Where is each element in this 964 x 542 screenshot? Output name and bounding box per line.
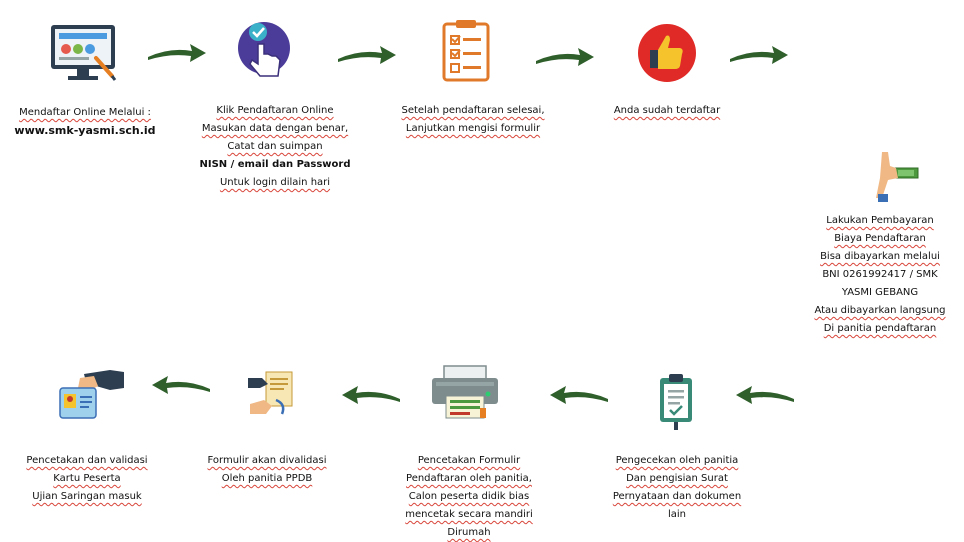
arrow-right-icon xyxy=(146,40,208,66)
arrow-left-icon xyxy=(548,382,610,408)
step-line: Ujian Saringan masuk xyxy=(32,491,142,502)
step-line: Pengecekan oleh panitia xyxy=(615,455,739,466)
step-line: www.smk-yasmi.sch.id xyxy=(14,124,156,137)
document-handover-icon xyxy=(246,370,296,420)
step-line: Klik Pendaftaran Online xyxy=(216,105,334,116)
clipboard-check-icon xyxy=(656,372,696,432)
step-line: Atau dibayarkan langsung xyxy=(814,305,946,316)
printer-icon xyxy=(430,364,500,420)
step-line: Bisa dibayarkan melalui xyxy=(820,251,940,262)
arrow-left-icon xyxy=(734,382,796,408)
thumbs-up-icon xyxy=(636,22,698,84)
checklist-icon xyxy=(440,18,492,82)
step-line: Lakukan Pembayaran xyxy=(826,215,934,226)
arrow-right-icon xyxy=(728,42,790,68)
money-hand-icon xyxy=(872,148,922,204)
arrow-left-icon xyxy=(340,382,402,408)
step-line: BNI 0261992417 / SMK xyxy=(822,269,938,280)
step-line: Masukan data dengan benar, xyxy=(201,123,349,134)
step-label-register-online: Mendaftar Online Melalui : www.smk-yasmi.… xyxy=(0,104,170,140)
step-line: YASMI GEBANG xyxy=(841,287,919,298)
step-line: Pernyataan dan dokumen xyxy=(612,491,742,502)
step-line: Formulir akan divalidasi xyxy=(207,455,327,466)
arrow-left-icon xyxy=(150,372,212,398)
step-label-registered: Anda sudah terdaftar xyxy=(582,102,752,120)
step-line: Catat dan suimpan xyxy=(227,141,323,152)
computer-form-icon xyxy=(48,22,118,84)
step-line: NISN / email dan Password xyxy=(199,159,351,170)
step-line: Setelah pendaftaran selesai, xyxy=(401,105,545,116)
step-label-fill-form: Setelah pendaftaran selesai, Lanjutkan me… xyxy=(388,102,558,138)
step-line: Di panitia pendaftaran xyxy=(823,323,937,334)
step-line: Biaya Pendaftaran xyxy=(834,233,926,244)
step-line: Mendaftar Online Melalui : xyxy=(19,107,151,118)
step-line: Anda sudah terdaftar xyxy=(613,105,721,116)
step-line: Calon peserta didik bias xyxy=(408,491,530,502)
click-hand-icon xyxy=(236,20,294,82)
step-line: Dan pengisian Surat xyxy=(626,473,728,484)
id-card-icon xyxy=(54,364,126,422)
step-line: Kartu Peserta xyxy=(53,473,121,484)
step-line: Oleh panitia PPDB xyxy=(221,473,313,484)
step-line: lain xyxy=(667,509,687,520)
step-line: Untuk login dilain hari xyxy=(219,177,331,188)
step-line: Pendaftaran oleh panitia, xyxy=(406,473,532,484)
arrow-right-icon xyxy=(534,44,596,70)
step-line: Pencetakan dan validasi xyxy=(26,455,148,466)
step-line: mencetak secara mandiri xyxy=(405,509,533,520)
arrow-right-icon xyxy=(336,42,398,68)
step-line: Pencetakan Formulir xyxy=(417,455,521,466)
step-line: Lanjutkan mengisi formulir xyxy=(405,123,541,134)
step-line: Dirumah xyxy=(447,527,491,538)
